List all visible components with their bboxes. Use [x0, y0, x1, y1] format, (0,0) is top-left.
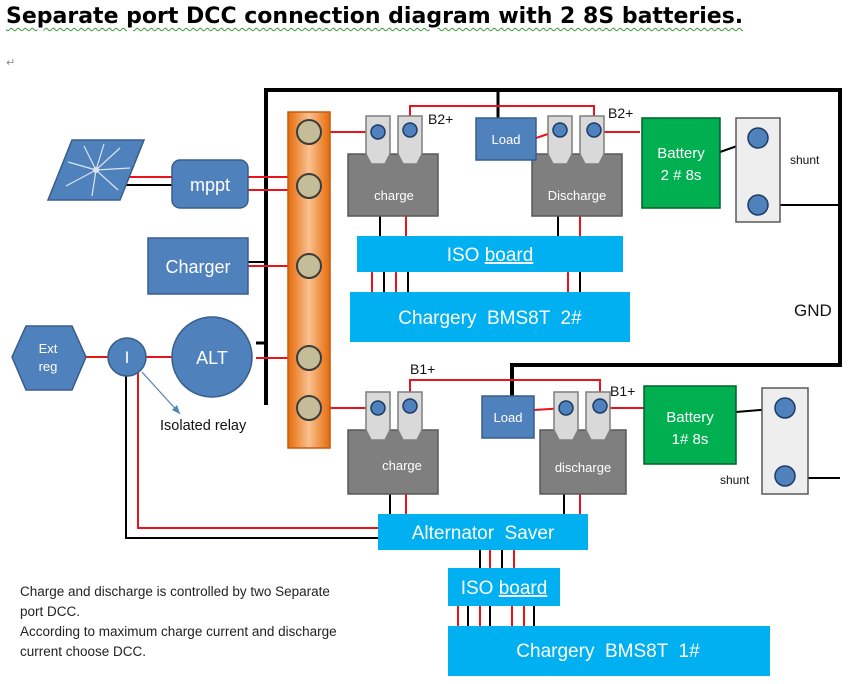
shunt-terminal [774, 397, 796, 419]
battery-2 [641, 117, 721, 209]
shunt-top-label: shunt [790, 153, 820, 167]
battery-2-label-line1: Battery [657, 145, 705, 162]
page-title: Separate port DCC connection diagram wit… [6, 4, 744, 29]
terminal-dot [402, 122, 418, 138]
bms-2-label: Chargery BMS8T 2# [398, 308, 582, 329]
solar-panel-icon [46, 139, 146, 201]
bms-2-box [350, 292, 630, 342]
top-load-label: Load [492, 132, 521, 147]
battery-1-label-line1: Battery [666, 409, 714, 426]
shunt-bottom-label: shunt [720, 473, 750, 487]
terminal-dot [370, 400, 386, 416]
top-discharge-label: Discharge [548, 188, 607, 203]
iso-board-2-label: ISO board [447, 245, 534, 266]
mppt-box [171, 159, 249, 209]
terminal-dot [370, 124, 386, 140]
note-line: According to maximum charge current and … [20, 624, 337, 639]
bottom-load-box [481, 395, 535, 439]
note-line: Charge and discharge is controlled by tw… [20, 584, 330, 599]
charger-label: Charger [165, 257, 230, 277]
top-charge-dcc [347, 115, 439, 217]
bms-1-label: Chargery BMS8T 1# [516, 641, 700, 662]
b2-plus-label: B2+ [428, 111, 453, 127]
shunt-terminal [774, 465, 796, 487]
alternator-label: ALT [196, 348, 228, 368]
terminal-dot [552, 122, 568, 138]
note-line: port DCC. [20, 604, 81, 619]
callout-arrowhead [172, 405, 180, 414]
ext-reg-label-line1: Ext [39, 341, 58, 356]
alternator-circle [171, 316, 253, 398]
isolated-relay-label: Isolated relay [160, 418, 247, 434]
battery-1-label-line2: 1# 8s [672, 431, 709, 448]
b1-plus-label-right: B1+ [610, 383, 635, 399]
iso-board-2 [357, 236, 623, 272]
busbar-terminal [296, 173, 322, 199]
bottom-load-label: Load [494, 410, 523, 425]
battery-1 [643, 385, 737, 465]
battery-2-label-line2: 2 # 8s [661, 167, 702, 184]
isolated-relay-symbol [107, 337, 147, 377]
callout-arrow [141, 371, 181, 415]
b2-plus-label-right: B2+ [608, 105, 633, 121]
bottom-charge-dcc [347, 391, 439, 495]
alternator-saver-label: Alternator Saver [412, 523, 555, 544]
ext-reg-hexagon [11, 325, 87, 391]
terminal-dot [586, 122, 602, 138]
charger-box [147, 237, 249, 295]
bottom-charge-label: charge [382, 458, 422, 473]
iso-board-1-label: ISO board [461, 578, 548, 599]
b1-plus-label: B1+ [410, 361, 435, 377]
top-load-box [475, 117, 537, 161]
busbar-terminal [296, 253, 322, 279]
shunt-terminal [747, 127, 769, 149]
paragraph-mark: ↵ [6, 56, 16, 69]
shunt-terminal [747, 194, 769, 216]
relay-symbol-label: I [125, 348, 130, 367]
busbar [287, 111, 331, 449]
busbar-terminal [296, 119, 322, 145]
terminal-dot [558, 400, 574, 416]
busbar-terminals [296, 119, 322, 421]
bottom-discharge-label: discharge [555, 460, 611, 475]
top-discharge-dcc [531, 115, 623, 217]
gnd-label: GND [794, 301, 832, 320]
bms-1-box [448, 626, 770, 676]
terminal-dot [592, 398, 608, 414]
busbar-terminal [296, 345, 322, 371]
iso-board-1 [448, 568, 560, 606]
notes: Charge and discharge is controlled by tw… [20, 582, 420, 662]
mppt-label: mppt [190, 175, 230, 195]
ext-reg-label-line2: reg [39, 359, 58, 374]
bottom-discharge-dcc [539, 391, 627, 495]
note-line: current choose DCC. [20, 644, 147, 659]
terminal-dot [402, 398, 418, 414]
busbar-terminal [296, 395, 322, 421]
top-charge-label: charge [374, 188, 414, 203]
alternator-saver-box [378, 514, 588, 550]
